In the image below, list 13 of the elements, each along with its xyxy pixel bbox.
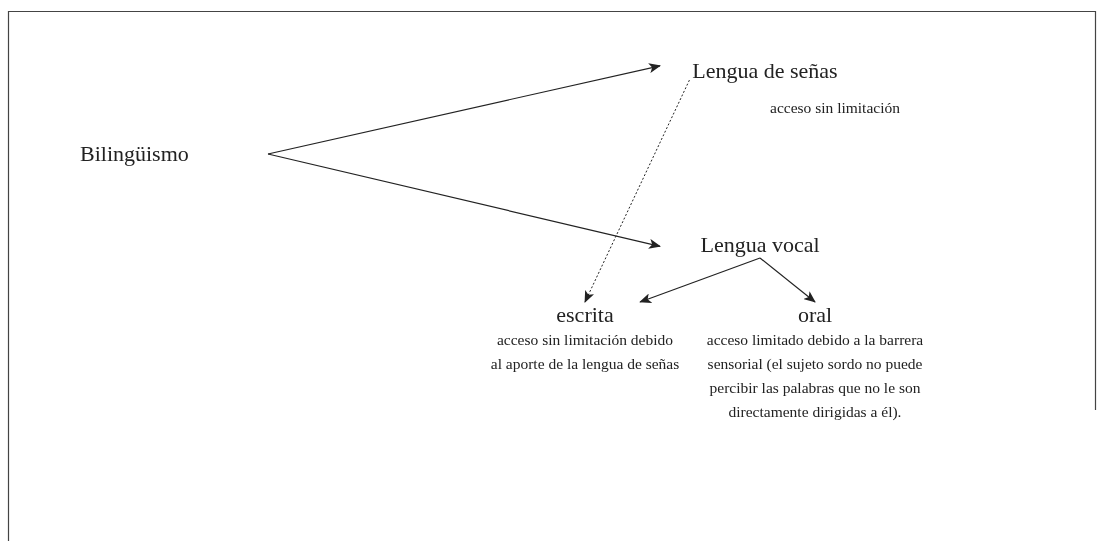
arrow <box>267 63 661 155</box>
arrow <box>639 257 761 303</box>
node-title: oral <box>797 302 833 328</box>
arrow <box>759 257 816 303</box>
node-title: Lengua vocal <box>700 232 820 258</box>
node-title: Bilingüismo <box>80 141 189 167</box>
dotted-arrow <box>584 79 690 303</box>
node-description: acceso sin limitación debido al aporte de la lengua de señas <box>490 330 680 374</box>
node-note: acceso sin limitación <box>770 98 900 118</box>
node-title: Lengua de señas <box>692 58 838 84</box>
arrow <box>267 153 661 249</box>
node-description: acceso limitado debido a la barrera sensorial (el sujeto sordo no puede percibir las palabras que no le son directamente dirigidas a él). <box>705 330 925 422</box>
node-title: escrita <box>556 302 614 328</box>
